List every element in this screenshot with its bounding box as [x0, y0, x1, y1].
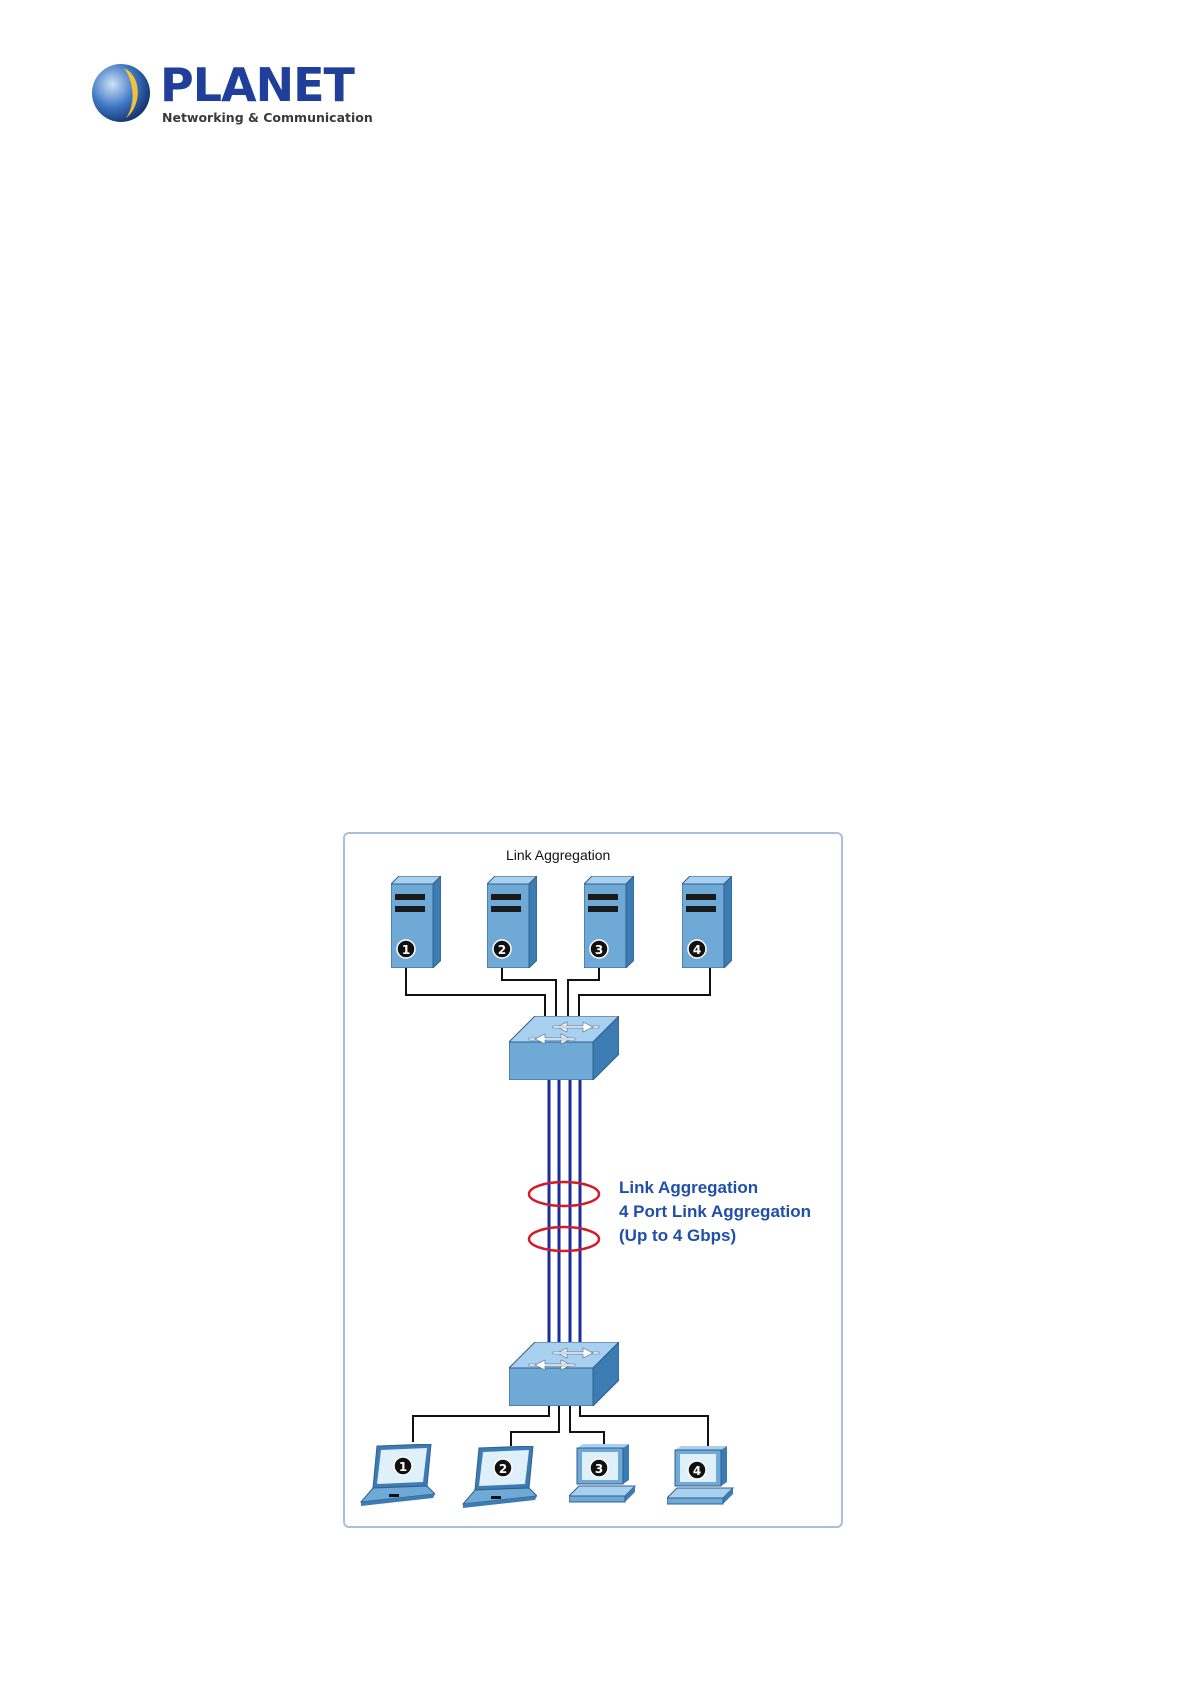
bottom-switch-icon [509, 1342, 619, 1406]
server-4-number: 4 [693, 943, 701, 957]
server-3-number: 3 [595, 943, 603, 957]
planet-logo: PLANET Networking & Communication [90, 58, 350, 130]
diagram-title: Link Aggregation [506, 847, 610, 863]
server-badge-4: 4 [688, 940, 706, 958]
server-2-number: 2 [498, 943, 506, 957]
link-aggregation-figure: Link Aggregation 1 2 3 4 [343, 832, 843, 1528]
client-badge-2: 2 [494, 1459, 512, 1477]
client-badge-4: 4 [688, 1461, 706, 1479]
annotation-line-1: Link Aggregation [619, 1178, 758, 1197]
server-cables [406, 968, 710, 1018]
aggregation-ring-1 [529, 1182, 599, 1206]
link-aggregation-diagram: Link Aggregation 1 2 3 4 [345, 834, 845, 1530]
aggregation-ring-2 [529, 1227, 599, 1251]
client-badge-1: 1 [394, 1457, 412, 1475]
server-badge-3: 3 [590, 940, 608, 958]
logo-name: PLANET [160, 58, 354, 112]
globe-icon [90, 62, 152, 124]
annotation-line-2: 4 Port Link Aggregation [619, 1202, 811, 1221]
server-badge-2: 2 [493, 940, 511, 958]
client-4-number: 4 [693, 1464, 701, 1478]
client-1-laptop-icon [361, 1444, 435, 1506]
client-1-number: 1 [399, 1460, 407, 1474]
client-3-number: 3 [595, 1462, 603, 1476]
client-cables [413, 1406, 708, 1446]
annotation-line-3: (Up to 4 Gbps) [619, 1226, 736, 1245]
top-switch-icon [509, 1016, 619, 1080]
client-badge-3: 3 [590, 1459, 608, 1477]
aggregated-trunk [549, 1080, 580, 1346]
client-2-number: 2 [499, 1462, 507, 1476]
server-badge-1: 1 [397, 940, 415, 958]
server-1-number: 1 [402, 943, 410, 957]
logo-tagline: Networking & Communication [162, 110, 373, 126]
